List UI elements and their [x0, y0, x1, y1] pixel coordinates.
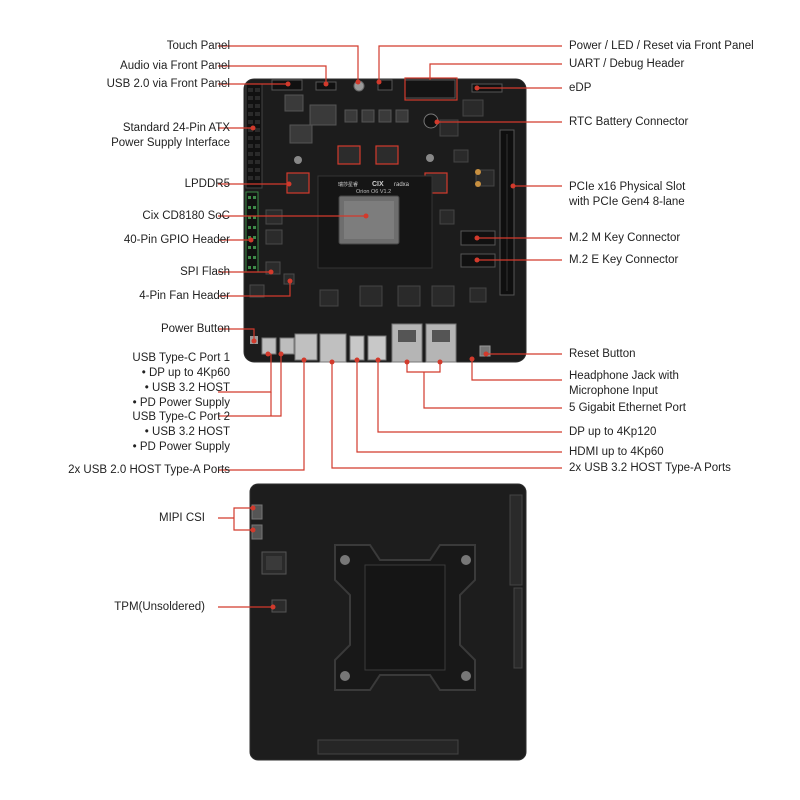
label-headphone-line2: Microphone Input — [569, 385, 658, 397]
label-pcie: PCIe x16 Physical Slot with PCIe Gen4 8-… — [569, 180, 685, 210]
label-reset: Reset Button — [569, 348, 636, 360]
board-model-text: Orion O6 V1.2 — [356, 189, 391, 195]
brand-radxa-text: radxa — [394, 182, 410, 188]
gpio-header — [245, 191, 259, 273]
lpddr5-chip — [375, 145, 399, 165]
label-power-button: Power Button — [160, 323, 230, 335]
callout-line-power-led-reset — [378, 45, 562, 80]
label-gpio: 40-Pin GPIO Header — [123, 234, 230, 246]
label-lpddr5: LPDDR5 — [184, 178, 230, 190]
label-atx-line2: Power Supply Interface — [111, 137, 230, 149]
label-usbc1-line4: • PD Power Supply — [132, 397, 230, 409]
label-fan: 4-Pin Fan Header — [139, 290, 230, 302]
label-atx-line1: Standard 24-Pin ATX — [122, 122, 230, 134]
label-soc: Cix CD8180 SoC — [142, 210, 230, 222]
brand-zh-text: 瑞莎星睿 — [338, 181, 358, 188]
label-usb20-front: USB 2.0 via Front Panel — [106, 78, 230, 90]
callout-line-hdmi — [356, 360, 562, 453]
callout-line-touch-panel — [218, 45, 359, 80]
label-pcie-line2: with PCIe Gen4 8-lane — [569, 196, 685, 208]
label-usbc2-line2: • USB 3.2 HOST — [144, 426, 230, 438]
brand-cix-text: CIX — [372, 181, 384, 188]
label-dp: DP up to 4Kp120 — [569, 426, 657, 438]
callout-line-fan — [218, 282, 291, 297]
label-usbc1-line1: USB Type-C Port 1 — [132, 352, 230, 364]
callout-line-uart — [429, 63, 562, 80]
board-bottom — [249, 483, 527, 761]
callout-lines-right — [331, 45, 562, 469]
label-m2e: M.2 E Key Connector — [569, 254, 679, 266]
label-uart: UART / Debug Header — [569, 58, 685, 70]
label-ethernet: 5 Gigabit Ethernet Port — [569, 402, 686, 414]
callout-line-headphone — [471, 360, 562, 381]
label-usbc1-line2: • DP up to 4Kp60 — [141, 367, 230, 379]
label-touch-panel: Touch Panel — [166, 40, 230, 52]
label-audio-front: Audio via Front Panel — [120, 60, 230, 72]
callout-line-usb20-ports — [218, 360, 305, 471]
callout-lines-left — [218, 45, 365, 608]
lpddr5-chip — [337, 145, 361, 165]
label-spi: SPI Flash — [180, 266, 230, 278]
label-pcie-line1: PCIe x16 Physical Slot — [569, 181, 686, 193]
io-row — [250, 323, 491, 363]
uart-highlight-box — [404, 77, 458, 101]
label-tpm: TPM(Unsoldered) — [114, 601, 205, 613]
label-mipi: MIPI CSI — [158, 512, 205, 524]
callout-line-dp — [377, 360, 562, 433]
label-usbc1-line3: • USB 3.2 HOST — [144, 382, 230, 394]
label-usbc2: USB Type-C Port 2 • USB 3.2 HOST • PD Po… — [132, 410, 230, 455]
callout-line-mipi — [218, 507, 252, 531]
callout-line-usb32-ports — [331, 362, 562, 469]
callout-line-usbc2 — [218, 354, 282, 417]
label-usbc2-line3: • PD Power Supply — [132, 441, 230, 453]
label-m2m: M.2 M Key Connector — [569, 232, 681, 244]
callout-line-power-button — [218, 328, 255, 340]
label-usbc2-line1: USB Type-C Port 2 — [132, 411, 230, 423]
label-atx: Standard 24-Pin ATX Power Supply Interfa… — [111, 121, 230, 151]
label-usb20-ports: 2x USB 2.0 HOST Type-A Ports — [68, 464, 230, 476]
callout-line-ethernet — [406, 362, 562, 409]
label-usbc1: USB Type-C Port 1 • DP up to 4Kp60 • USB… — [132, 351, 230, 411]
board-top: 瑞莎星睿 CIX radxa Orion O6 V1.2 — [243, 78, 527, 363]
label-edp: eDP — [569, 82, 592, 94]
callout-dots — [248, 79, 516, 610]
callout-line-audio — [218, 65, 327, 82]
label-headphone: Headphone Jack with Microphone Input — [569, 369, 679, 399]
label-power-led-reset: Power / LED / Reset via Front Panel — [569, 40, 754, 52]
label-rtc: RTC Battery Connector — [569, 116, 689, 128]
label-usb32-ports: 2x USB 3.2 HOST Type-A Ports — [569, 462, 731, 474]
label-hdmi: HDMI up to 4Kp60 — [569, 446, 664, 458]
label-headphone-line1: Headphone Jack with — [569, 370, 679, 382]
